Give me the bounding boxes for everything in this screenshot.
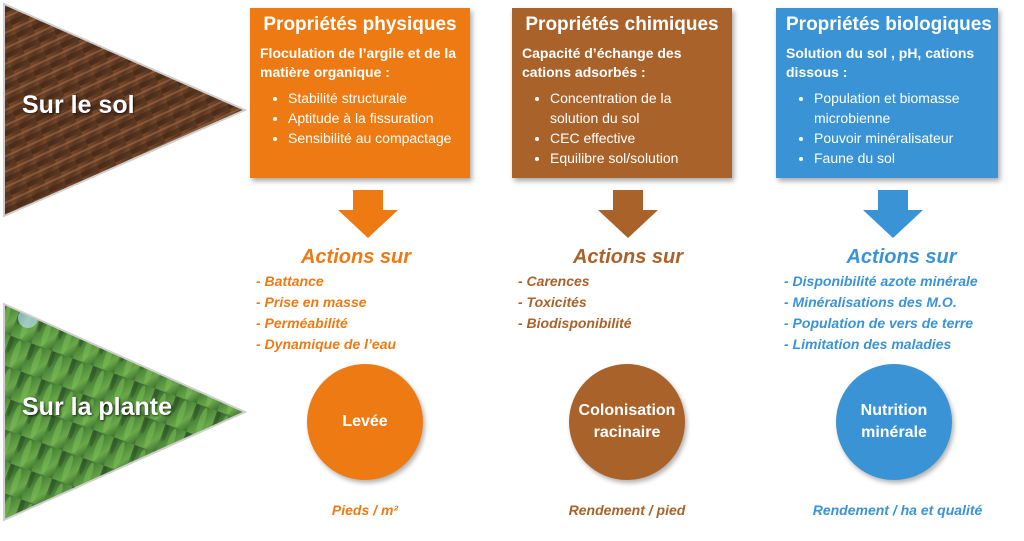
biological-bullet: Faune du sol [814, 148, 988, 168]
soil-triangle: Sur le sol [0, 0, 250, 222]
chemical-bullets: Concentration de la solution du sol CEC … [522, 88, 722, 168]
physical-bullet: Aptitude à la fissuration [288, 108, 460, 128]
chemical-actions-title: Actions sur [572, 246, 684, 268]
biological-actions: Actions sur - Disponibilité azote minéra… [784, 246, 1019, 355]
physical-properties-box: Propriétés physiques Floculation de l’ar… [250, 8, 470, 178]
plant-image [3, 302, 248, 522]
physical-bullet: Stabilité structurale [288, 88, 460, 108]
chemical-action-item: - Carences [518, 273, 590, 289]
biological-subtitle: Solution du sol , pH, cations dissous : [786, 45, 975, 80]
physical-actions: Actions sur - Battance - Prise en masse … [256, 246, 456, 355]
biological-bullets: Population et biomasse microbienne Pouvo… [786, 88, 988, 168]
chemical-bullet: Concentration de la solution du sol [550, 88, 722, 128]
biological-action-item: - Minéralisations des M.O. [784, 294, 957, 310]
biological-action-item: - Limitation des maladies [784, 336, 952, 352]
chemical-circle: Colonisation racinaire [569, 364, 685, 480]
physical-action-item: - Dynamique de l’eau [256, 336, 397, 352]
chemical-caption: Rendement / pied [568, 502, 686, 518]
biological-circle-label: Nutrition minérale [860, 402, 928, 441]
chemical-action-item: - Toxicités [518, 294, 587, 310]
biological-caption: Rendement / ha et qualité [812, 502, 983, 518]
chemical-actions: Actions sur - Carences - Toxicités - Bio… [518, 246, 738, 334]
physical-down-arrow-icon [338, 190, 398, 238]
soil-image [3, 2, 248, 218]
biological-down-arrow-icon [863, 190, 923, 238]
physical-actions-title: Actions sur [300, 246, 412, 268]
biological-properties-box: Propriétés biologiques Solution du sol ,… [776, 8, 998, 178]
physical-circle: Levée [307, 364, 423, 480]
physical-bullet: Sensibilité au compactage [288, 128, 460, 148]
plant-label: Sur la plante [22, 393, 173, 421]
physical-title: Propriétés physiques [263, 14, 457, 35]
biological-title: Propriétés biologiques [786, 14, 992, 35]
chemical-bullet: Equilibre sol/solution [550, 148, 722, 168]
chemical-subtitle: Capacité d’échange des cations adsorbés … [522, 45, 682, 80]
chemical-action-item: - Biodisponibilité [518, 315, 632, 331]
physical-subtitle: Floculation de l’argile et de la matière… [260, 45, 457, 80]
biological-bullet: Pouvoir minéralisateur [814, 128, 988, 148]
physical-action-item: - Prise en masse [256, 294, 367, 310]
chemical-bullet: CEC effective [550, 128, 722, 148]
physical-bullets: Stabilité structurale Aptitude à la fiss… [260, 88, 460, 148]
biological-action-item: - Disponibilité azote minérale [784, 273, 978, 289]
chemical-properties-box: Propriétés chimiques Capacité d’échange … [512, 8, 732, 178]
physical-action-item: - Perméabilité [256, 315, 348, 331]
biological-action-item: - Population de vers de terre [784, 315, 974, 331]
soil-label: Sur le sol [22, 91, 135, 119]
biological-actions-title: Actions sur [846, 246, 957, 268]
chemical-circle-label: Colonisation racinaire [578, 402, 676, 441]
plant-triangle: Sur la plante [0, 300, 250, 525]
biological-bullet: Population et biomasse microbienne [814, 88, 988, 128]
physical-caption: Pieds / m² [331, 502, 399, 518]
physical-action-item: - Battance [256, 273, 324, 289]
biological-circle: Nutrition minérale [836, 364, 952, 480]
physical-circle-label: Levée [342, 413, 388, 430]
chemical-down-arrow-icon [598, 190, 658, 238]
chemical-title: Propriétés chimiques [525, 14, 719, 35]
